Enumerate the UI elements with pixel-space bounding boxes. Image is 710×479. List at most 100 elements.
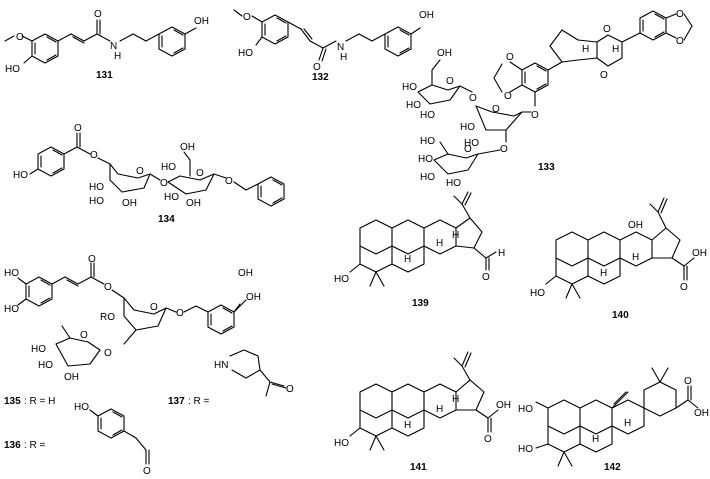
structure-137: 137 : R = HN O xyxy=(168,349,294,407)
compound-label-133: 133 xyxy=(538,162,555,173)
methoxy-o-131: O xyxy=(16,32,24,43)
amine-n-137: HN xyxy=(214,360,228,371)
ho-s1b-133: HO xyxy=(406,100,421,111)
acid-oh-142: OH xyxy=(694,408,709,419)
ro-135: RO xyxy=(100,312,115,323)
ho-g2b-134: HO xyxy=(164,192,179,203)
ether-o-135: O xyxy=(176,308,184,319)
acid-o-140: O xyxy=(680,282,688,293)
structure-134: HO O O O HO HO OH O O OH HO HO OH O 134 xyxy=(13,123,285,225)
ho-141: HO xyxy=(334,438,349,449)
ester-o2-135: O xyxy=(104,282,112,293)
ho1-135: HO xyxy=(4,268,19,279)
oh-top-133: OH xyxy=(437,48,452,59)
bridge-h2-133: H xyxy=(582,44,589,55)
oh-s3top-133: HO xyxy=(420,136,435,147)
dioxole-o3-133: O xyxy=(506,52,514,63)
structure-142: O OH HO HO H H 142 xyxy=(518,367,709,473)
ho-139: HO xyxy=(334,274,349,285)
oh-s1c-133: HO xyxy=(420,110,435,121)
oh-132: OH xyxy=(419,10,434,21)
ho-131: HO xyxy=(5,64,20,75)
ho-g2a-134: HO xyxy=(161,162,176,173)
structure-140: OH O OH HO H H 140 xyxy=(530,197,707,321)
compound-label-132: 132 xyxy=(312,72,329,83)
amide-n-132: N xyxy=(337,42,344,53)
oh-131: OH xyxy=(194,16,209,27)
rha-ho2-135: HO xyxy=(38,360,53,371)
dioxole-o2-133: O xyxy=(676,36,684,47)
acid-o-141: O xyxy=(484,434,492,445)
ho-s2b-133: HO xyxy=(464,138,479,149)
structure-132: O HO O N H OH 132 xyxy=(233,9,434,83)
aldehyde-o-139: O xyxy=(482,272,490,283)
oh-top-134: OH xyxy=(180,142,195,153)
ho1-142: HO xyxy=(518,404,533,415)
amide-h-131: H xyxy=(114,51,121,62)
ho-136: HO xyxy=(74,402,89,413)
oh-s3c-133: HO xyxy=(446,178,461,189)
ho-s3b-133: HO xyxy=(420,172,435,183)
ester-o2-134: O xyxy=(90,150,98,161)
h3-139: H xyxy=(452,230,459,241)
rha-oh-135: OH xyxy=(64,372,79,383)
h2-142: H xyxy=(624,418,631,429)
ho-134: HO xyxy=(13,170,28,181)
compound-label-141: 141 xyxy=(410,462,427,473)
rha-ring-o-135: O xyxy=(80,330,88,341)
link-o2-133: O xyxy=(500,144,508,155)
oh1-135: OH xyxy=(238,268,253,279)
link-o-133: O xyxy=(469,93,477,104)
amide-n-131: N xyxy=(110,41,117,52)
aldehyde-h-139: H xyxy=(498,248,505,259)
compound-label-137: 137 xyxy=(168,396,185,407)
link-o-134: O xyxy=(160,178,168,189)
substituent-135: : R = H xyxy=(24,396,55,407)
compound-label-135: 135 xyxy=(4,396,21,407)
ketone-o-136: O xyxy=(143,466,151,477)
acid-o-142: O xyxy=(684,376,692,387)
furan-o1-133: O xyxy=(603,24,611,35)
benzyl-o-134: O xyxy=(225,176,233,187)
h2-139: H xyxy=(436,238,443,249)
substituent-136: : R = xyxy=(24,440,46,451)
compound-label-140: 140 xyxy=(612,310,629,321)
structure-131: O HO O N H OH 131 xyxy=(4,9,209,81)
ring-o2-133: O xyxy=(492,104,500,115)
rha-link-o-135: O xyxy=(104,348,112,359)
ketone-o-137: O xyxy=(286,384,294,395)
glycoside-o-133: O xyxy=(531,110,539,121)
h1-139: H xyxy=(404,254,411,265)
compound-label-142: 142 xyxy=(604,462,621,473)
ring-o1-134: O xyxy=(136,166,144,177)
compound-label-131: 131 xyxy=(96,70,113,81)
oh-g2c-134: OH xyxy=(186,198,201,209)
ho-s3a-133: HO xyxy=(418,154,433,165)
dioxole-o1-133: O xyxy=(676,9,684,20)
structure-141: O OH HO H H H 141 xyxy=(334,351,511,473)
ester-o1-134: O xyxy=(74,123,82,134)
oh2-135: OH xyxy=(246,292,261,303)
bridge-h1-133: H xyxy=(612,44,619,55)
acid-oh-140: OH xyxy=(692,248,707,259)
ho2-135: HO xyxy=(4,304,19,315)
methoxy-o-132: O xyxy=(243,12,251,23)
ester-o1-135: O xyxy=(88,254,96,265)
ho-s2a-133: HO xyxy=(460,122,475,133)
structure-139: O H HO H H H 139 xyxy=(334,191,505,309)
oh-g1c-134: OH xyxy=(122,198,137,209)
ring-o-135: O xyxy=(150,302,158,313)
rha-ho1-135: HO xyxy=(31,344,46,355)
h1-140: H xyxy=(600,268,607,279)
ring-o1-133: O xyxy=(446,76,454,87)
h3-141: H xyxy=(452,394,459,405)
amide-h-132: H xyxy=(340,52,347,63)
ring-o2-134: O xyxy=(196,168,204,179)
dioxole-o4-133: O xyxy=(504,91,512,102)
structure-136: 136 : R = HO O xyxy=(4,402,151,477)
h1-141: H xyxy=(404,420,411,431)
ho2-142: HO xyxy=(518,444,533,455)
structure-135: HO HO O O O RO O OH OH O O HO HO xyxy=(4,254,261,407)
ho-132: HO xyxy=(238,48,253,59)
